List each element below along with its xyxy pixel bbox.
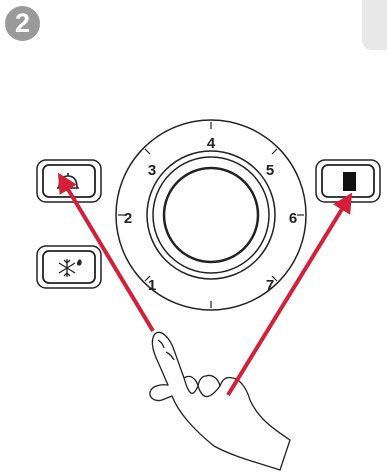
defrost-button[interactable] xyxy=(37,246,101,288)
bell-button[interactable] xyxy=(37,160,101,202)
dial-number-2: 2 xyxy=(124,210,132,227)
control-dial[interactable]: 1 2 3 4 5 6 7 xyxy=(116,120,306,310)
dial-number-4: 4 xyxy=(207,135,216,152)
dial-number-5: 5 xyxy=(266,162,274,179)
dial-knob-center xyxy=(164,168,258,262)
pointing-hand-illustration xyxy=(150,332,290,470)
dial-number-1: 1 xyxy=(148,277,156,294)
dial-number-3: 3 xyxy=(148,162,156,179)
dial-number-6: 6 xyxy=(289,210,297,227)
dial-number-7: 7 xyxy=(266,277,274,294)
square-stop-icon xyxy=(343,172,356,191)
